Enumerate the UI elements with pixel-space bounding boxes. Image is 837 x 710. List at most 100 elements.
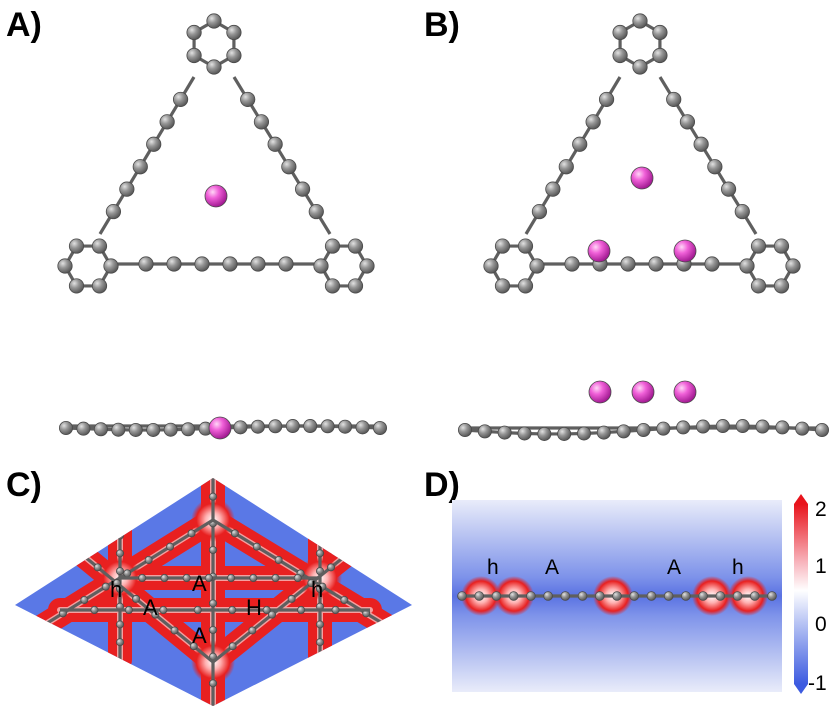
- carbon-atom: [315, 638, 324, 647]
- carbon-atom: [750, 278, 767, 294]
- carbon-atom: [767, 591, 777, 601]
- panel-d-site-h-left: h: [487, 556, 499, 579]
- carbon-atom: [315, 549, 324, 558]
- metal-atom: [630, 166, 654, 190]
- carbon-atom: [497, 425, 512, 440]
- panel-c-site-a-left: A: [143, 595, 158, 620]
- panel-d-site-a-left: A: [545, 556, 559, 579]
- carbon-atom: [208, 599, 217, 608]
- carbon-atom: [346, 547, 355, 556]
- carbon-atom: [517, 278, 534, 294]
- carbon-atom: [132, 159, 148, 175]
- carbon-atom: [652, 47, 668, 64]
- carbon-atom: [338, 419, 353, 434]
- carbon-atom: [228, 606, 237, 615]
- carbon-atom: [187, 529, 196, 538]
- carbon-atom: [124, 606, 133, 615]
- colorbar-tick-0: 0: [815, 613, 827, 636]
- carbon-atom: [324, 278, 341, 294]
- carbon-atom: [166, 542, 175, 551]
- carbon-atom: [477, 424, 492, 439]
- panel-c-site-h-hollow: H: [246, 595, 262, 620]
- carbon-atom: [629, 591, 640, 601]
- carbon-atom: [457, 591, 467, 601]
- carbon-atom: [103, 258, 119, 274]
- carbon-atom: [222, 256, 238, 272]
- carbon-atom: [815, 422, 830, 437]
- carbon-atom: [384, 622, 393, 631]
- carbon-atom: [494, 238, 511, 254]
- carbon-atom: [720, 181, 737, 197]
- carbon-atom: [652, 24, 668, 41]
- carbon-atom: [116, 513, 125, 522]
- carbon-atom: [596, 425, 611, 440]
- carbon-atom: [707, 159, 723, 175]
- carbon-atom: [111, 422, 126, 437]
- carbon-atom: [93, 422, 108, 437]
- carbon-atom: [159, 606, 168, 615]
- carbon-atom: [474, 591, 485, 601]
- carbon-atom: [297, 606, 306, 615]
- carbon-atom: [186, 47, 202, 64]
- carbon-atom: [287, 594, 296, 603]
- carbon-atom: [577, 591, 588, 601]
- carbon-atom: [715, 419, 730, 434]
- colorbar-bottom-arrow: [794, 684, 808, 694]
- carbon-atom: [537, 426, 552, 441]
- panel-b-side-view: [457, 380, 830, 441]
- carbon-atom: [91, 238, 108, 254]
- carbon-atom: [663, 591, 674, 601]
- carbon-atom: [101, 582, 110, 591]
- colorbar-tick-1: 1: [815, 555, 827, 578]
- carbon-atom: [248, 626, 257, 635]
- carbon-atom: [204, 574, 213, 583]
- panel-label-c: C): [6, 466, 42, 504]
- carbon-atom: [105, 203, 122, 220]
- carbon-atom: [529, 258, 545, 274]
- metal-atom: [631, 380, 655, 404]
- carbon-atom: [320, 419, 335, 434]
- carbon-atom: [612, 24, 628, 41]
- carbon-atom: [612, 47, 628, 64]
- carbon-atom: [308, 203, 324, 220]
- carbon-atom: [696, 419, 711, 434]
- carbon-atom: [206, 13, 222, 29]
- metal-atom: [208, 416, 232, 440]
- panel-label-d: D): [424, 466, 460, 504]
- carbon-atom: [715, 591, 726, 601]
- carbon-atom: [616, 424, 631, 439]
- carbon-atom: [228, 642, 237, 651]
- carbon-atom: [632, 59, 648, 75]
- carbon-atom: [116, 638, 125, 647]
- panel-d-density-map: [452, 500, 782, 692]
- carbon-atom: [206, 59, 222, 75]
- carbon-atom: [324, 238, 341, 254]
- panel-c-site-a-top: A: [192, 571, 207, 596]
- carbon-atom: [90, 606, 99, 615]
- carbon-atom: [68, 278, 85, 294]
- carbon-atom: [366, 531, 375, 540]
- colorbar-gradient: [794, 504, 808, 684]
- carbon-atom: [172, 91, 189, 108]
- carbon-atom: [160, 574, 169, 583]
- carbon-atom: [734, 203, 750, 220]
- carbon-atom: [483, 258, 499, 274]
- carbon-atom: [123, 569, 132, 578]
- metal-atom: [588, 380, 612, 404]
- carbon-atom: [572, 136, 588, 152]
- carbon-atom: [189, 642, 198, 651]
- colorbar-tick-neg1: -1: [808, 672, 827, 695]
- carbon-atom: [693, 136, 709, 152]
- panel-c-site-h-left: h: [110, 577, 122, 602]
- carbon-atom: [59, 420, 74, 435]
- carbon-atom: [632, 13, 648, 29]
- carbon-atom: [372, 420, 387, 435]
- carbon-atom: [558, 159, 574, 175]
- carbon-atom: [612, 591, 622, 601]
- panel-a-top-view: [57, 13, 375, 294]
- carbon-atom: [116, 549, 125, 558]
- carbon-atom: [281, 159, 297, 175]
- carbon-atom: [785, 258, 801, 274]
- carbon-atom: [170, 626, 179, 635]
- carbon-atom: [208, 679, 217, 688]
